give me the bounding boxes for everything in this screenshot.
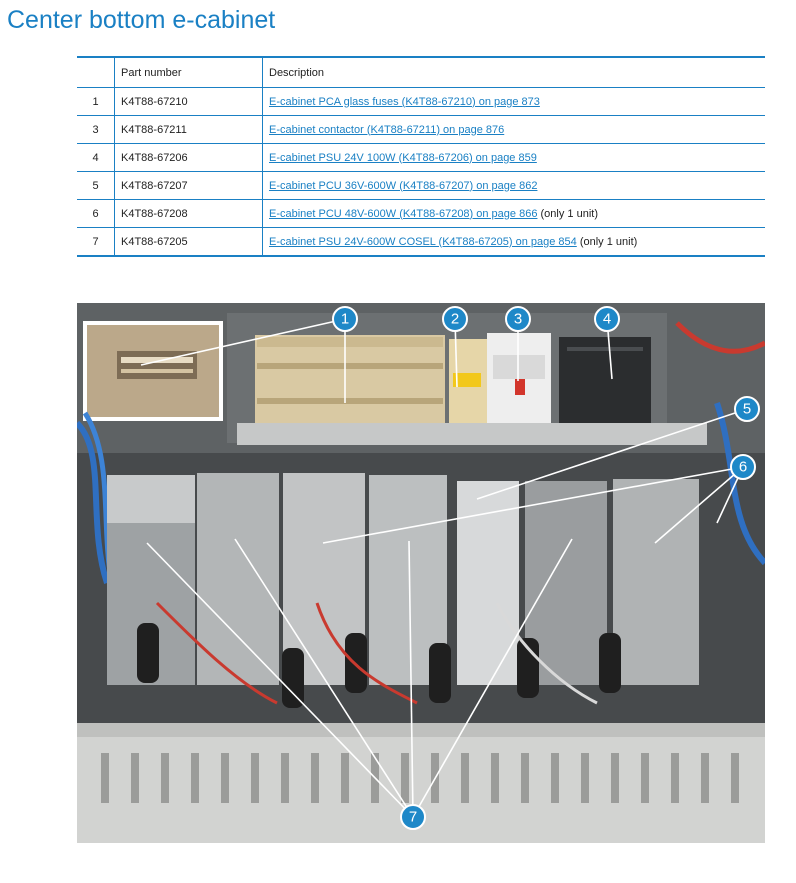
svg-text:4: 4 [603, 311, 611, 328]
description-link[interactable]: E-cabinet PSU 24V-600W COSEL (K4T88-6720… [269, 235, 577, 248]
table-row: 4 K4T88-67206 E-cabinet PSU 24V 100W (K4… [77, 143, 765, 172]
svg-text:2: 2 [451, 311, 459, 328]
part-number: K4T88-67211 [114, 115, 263, 144]
description-cell: E-cabinet PSU 24V 100W (K4T88-67206) on … [262, 143, 765, 172]
callout-3: 3 [505, 306, 531, 332]
part-number: K4T88-67210 [114, 87, 263, 116]
callout-1: 1 [332, 306, 358, 332]
page-title: Center bottom e-cabinet [7, 6, 276, 34]
table-row: 7 K4T88-67205 E-cabinet PSU 24V-600W COS… [77, 227, 765, 256]
svg-text:6: 6 [739, 459, 747, 476]
part-number: K4T88-67205 [114, 227, 263, 256]
table-row: 6 K4T88-67208 E-cabinet PCU 48V-600W (K4… [77, 199, 765, 228]
item-number: 4 [77, 143, 115, 172]
svg-text:3: 3 [514, 311, 522, 328]
callout-4: 4 [594, 306, 620, 332]
description-cell: E-cabinet PCU 48V-600W (K4T88-67208) on … [262, 199, 765, 228]
callout-6: 6 [730, 454, 756, 480]
table-header-row: Part number Description [77, 57, 765, 88]
description-cell: E-cabinet contactor (K4T88-67211) on pag… [262, 115, 765, 144]
column-header-part-number: Part number [114, 57, 263, 88]
column-header-item [77, 57, 115, 88]
table-row: 3 K4T88-67211 E-cabinet contactor (K4T88… [77, 115, 765, 144]
table-row: 5 K4T88-67207 E-cabinet PCU 36V-600W (K4… [77, 171, 765, 200]
description-link[interactable]: E-cabinet PCU 48V-600W (K4T88-67208) on … [269, 207, 538, 220]
item-number: 7 [77, 227, 115, 256]
description-link[interactable]: E-cabinet contactor (K4T88-67211) on pag… [269, 123, 505, 136]
description-link[interactable]: E-cabinet PCU 36V-600W (K4T88-67207) on … [269, 179, 538, 192]
callout-7: 7 [400, 804, 426, 830]
item-number: 3 [77, 115, 115, 144]
description-note: (only 1 unit) [576, 235, 638, 248]
description-cell: E-cabinet PCA glass fuses (K4T88-67210) … [262, 87, 765, 116]
description-note: (only 1 unit) [537, 207, 598, 220]
part-number: K4T88-67207 [114, 171, 263, 200]
svg-text:5: 5 [743, 401, 751, 418]
fuse-detail-inset [83, 321, 223, 421]
e-cabinet-photo: 1 2 3 4 5 6 7 [77, 303, 765, 843]
part-number: K4T88-67208 [114, 199, 263, 228]
item-number: 6 [77, 199, 115, 228]
description-cell: E-cabinet PCU 36V-600W (K4T88-67207) on … [262, 171, 765, 200]
callout-2: 2 [442, 306, 468, 332]
callout-5: 5 [734, 396, 760, 422]
description-cell: E-cabinet PSU 24V-600W COSEL (K4T88-6720… [262, 227, 765, 256]
psu-24v-100w [559, 337, 651, 425]
callout-leader-lines [140, 318, 748, 818]
description-link[interactable]: E-cabinet PSU 24V 100W (K4T88-67206) on … [269, 151, 537, 164]
table-row: 1 K4T88-67210 E-cabinet PCA glass fuses … [77, 87, 765, 116]
terminal-blocks [255, 335, 487, 423]
part-number: K4T88-67206 [114, 143, 263, 172]
column-header-description: Description [262, 57, 765, 88]
item-number: 1 [77, 87, 115, 116]
description-link[interactable]: E-cabinet PCA glass fuses (K4T88-67210) … [269, 95, 540, 108]
item-number: 5 [77, 171, 115, 200]
svg-text:1: 1 [341, 311, 349, 328]
svg-text:7: 7 [409, 809, 417, 826]
parts-table: Part number Description 1 K4T88-67210 E-… [77, 56, 765, 257]
e-cabinet-illustration: 1 2 3 4 5 6 7 [77, 303, 765, 843]
